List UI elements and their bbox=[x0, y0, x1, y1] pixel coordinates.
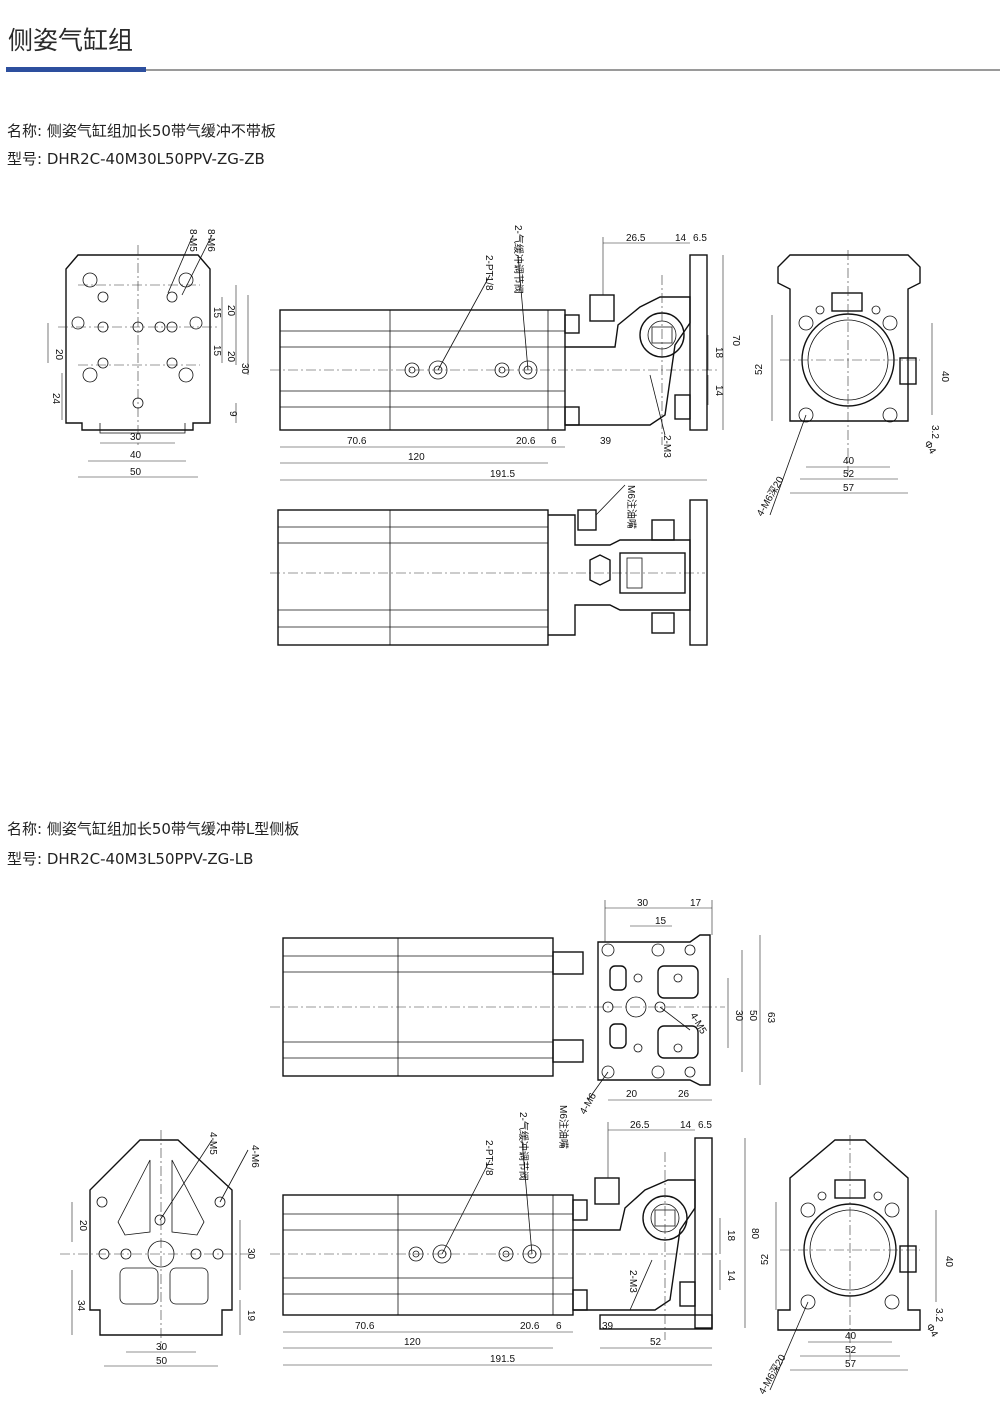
s2p-dim-50: 50 bbox=[747, 1010, 758, 1022]
s1s-dim-18: 18 bbox=[713, 347, 724, 359]
s1s-dim-70: 70 bbox=[730, 335, 741, 347]
s1f-dim-24: 24 bbox=[50, 393, 61, 405]
s1-end-view: 52 40 3.2 40 52 57 4-M6深20 Φ4 bbox=[754, 250, 950, 519]
s1f-dim-9: 9 bbox=[227, 411, 238, 417]
s2s-dim-14: 14 bbox=[725, 1270, 736, 1282]
s2f-dim-34: 34 bbox=[75, 1300, 86, 1312]
s2s-dim-70.6: 70.6 bbox=[355, 1321, 375, 1332]
s1s-label-valve: 2-气缓冲调节阀 bbox=[512, 225, 525, 294]
s2p-label-m5: 4-M5 bbox=[687, 1011, 708, 1037]
s2s-label-pt: 2-PT1/8 bbox=[483, 1140, 494, 1176]
s2e-dim-52b: 52 bbox=[845, 1345, 857, 1356]
s2s-label-m3: 2-M3 bbox=[627, 1270, 638, 1293]
s2s-dim-120: 120 bbox=[404, 1337, 421, 1348]
s1s-label-m3: 2-M3 bbox=[661, 435, 672, 458]
s2e-dim-3.2: 3.2 bbox=[933, 1308, 944, 1322]
s1s-dim-120: 120 bbox=[408, 452, 425, 463]
s1f-dim-20a: 20 bbox=[225, 305, 236, 317]
s1e-label-m6: 4-M6深20 bbox=[754, 474, 787, 518]
s2-plan-view: 30 17 15 30 50 63 20 26 4-M5 4-M6 M6注油嘴 bbox=[270, 898, 776, 1149]
s1e-dim-40: 40 bbox=[939, 371, 950, 383]
s1f-dim-20: 20 bbox=[53, 349, 64, 361]
section2-name: 名称: 侧姿气缸组加长50带气缓冲带L型侧板 bbox=[7, 820, 300, 838]
section1-name: 名称: 侧姿气缸组加长50带气缓冲不带板 bbox=[7, 122, 276, 140]
s2s-dim-14: 14 bbox=[680, 1120, 692, 1131]
s1f-dim-30: 30 bbox=[130, 432, 142, 443]
s1e-dim-52: 52 bbox=[754, 363, 765, 375]
s1s-dim-20.6: 20.6 bbox=[516, 436, 536, 447]
s1f-dim-20b: 20 bbox=[225, 351, 236, 363]
s1-front-view: 30 40 50 20 24 15 20 15 20 30 9 8-M5 8-M… bbox=[47, 229, 250, 478]
s1f-dim-15b: 15 bbox=[211, 345, 222, 357]
s2p-label-m6: 4-M6 bbox=[578, 1091, 599, 1117]
s1s-dim-191.5: 191.5 bbox=[490, 469, 515, 480]
s2f-dim-30: 30 bbox=[245, 1248, 256, 1260]
s1s-dim-6.5: 6.5 bbox=[693, 233, 707, 244]
s1f-label-m6: 8-M6 bbox=[205, 229, 216, 252]
title-rule-accent bbox=[6, 67, 146, 72]
s2e-label-m6: 4-M6深20 bbox=[756, 1352, 789, 1396]
s1e-label-phi: Φ4 bbox=[921, 439, 938, 457]
s1e-dim-3.2: 3.2 bbox=[929, 425, 940, 439]
s1f-dim-40: 40 bbox=[130, 450, 142, 461]
s2p-dim-26: 26 bbox=[678, 1089, 690, 1100]
s2s-dim-52: 52 bbox=[650, 1337, 662, 1348]
s1f-dim-15a: 15 bbox=[211, 307, 222, 319]
section1-model: 型号: DHR2C-40M30L50PPV-ZG-ZB bbox=[7, 150, 265, 168]
s2f-dim-50: 50 bbox=[156, 1356, 168, 1367]
s2f-dim-20: 20 bbox=[77, 1220, 88, 1232]
s2p-dim-30: 30 bbox=[637, 898, 649, 909]
s2p-label-oil: M6注油嘴 bbox=[557, 1105, 570, 1149]
s1s-dim-39: 39 bbox=[600, 436, 612, 447]
s1s-dim-14: 14 bbox=[713, 385, 724, 397]
s2p-dim-63: 63 bbox=[765, 1012, 776, 1024]
section2-drawings: 30 17 15 30 50 63 20 26 4-M5 4-M6 M6注油嘴 bbox=[60, 898, 954, 1397]
s1e-dim-52b: 52 bbox=[843, 469, 855, 480]
s1t-label-oil: M6注油嘴 bbox=[625, 485, 638, 529]
s2p-dim-30b: 30 bbox=[733, 1010, 744, 1022]
s1-top-view: M6注油嘴 bbox=[270, 484, 708, 646]
title-rule bbox=[6, 69, 1000, 71]
s2p-dim-20: 20 bbox=[626, 1089, 638, 1100]
s1f-label-m5: 8-M5 bbox=[187, 229, 198, 252]
s1f-dim-50: 50 bbox=[130, 467, 142, 478]
s2f-dim-19: 19 bbox=[245, 1310, 256, 1322]
s1-side-view: 26.5 14 6.5 70 18 14 70.6 20.6 6 39 120 … bbox=[270, 225, 741, 481]
s2s-dim-26.5: 26.5 bbox=[630, 1120, 650, 1131]
s2s-dim-191.5: 191.5 bbox=[490, 1354, 515, 1365]
s1s-dim-14: 14 bbox=[675, 233, 687, 244]
s2e-dim-40: 40 bbox=[943, 1256, 954, 1268]
s2-end-view: 52 40 3.2 40 52 57 4-M6深20 Φ4 bbox=[756, 1135, 954, 1397]
s1e-dim-40b: 40 bbox=[843, 456, 855, 467]
s1s-dim-26.5: 26.5 bbox=[626, 233, 646, 244]
page-title: 侧姿气缸组 bbox=[8, 26, 134, 55]
s2-front-view: 20 30 34 19 30 50 4-M5 4-M6 bbox=[60, 1130, 260, 1367]
s2s-dim-6.5: 6.5 bbox=[698, 1120, 712, 1131]
s1s-dim-70.6: 70.6 bbox=[347, 436, 367, 447]
s2s-dim-18: 18 bbox=[725, 1230, 736, 1242]
section1-drawings: 30 40 50 20 24 15 20 15 20 30 9 8-M5 8-M… bbox=[47, 225, 950, 646]
s1s-dim-6: 6 bbox=[551, 436, 557, 447]
s2p-dim-15: 15 bbox=[655, 916, 667, 927]
s2s-dim-39: 39 bbox=[602, 1321, 614, 1332]
s2-side-view: 26.5 14 6.5 80 18 14 70.6 20.6 6 39 52 1… bbox=[270, 1112, 760, 1366]
s2s-dim-6: 6 bbox=[556, 1321, 562, 1332]
s2p-dim-17: 17 bbox=[690, 898, 702, 909]
s2e-dim-40b: 40 bbox=[845, 1331, 857, 1342]
s1e-dim-57: 57 bbox=[843, 483, 855, 494]
s1s-label-pt: 2-PT1/8 bbox=[483, 255, 494, 291]
s2s-dim-20.6: 20.6 bbox=[520, 1321, 540, 1332]
s2s-dim-80: 80 bbox=[749, 1228, 760, 1240]
s1f-dim-30: 30 bbox=[239, 363, 250, 375]
s2s-label-valve: 2-气缓冲调节阀 bbox=[517, 1112, 530, 1181]
s2f-label-m5: 4-M5 bbox=[207, 1132, 218, 1155]
s2f-label-m6: 4-M6 bbox=[249, 1145, 260, 1168]
section2-model: 型号: DHR2C-40M3L50PPV-ZG-LB bbox=[7, 850, 254, 868]
s2e-dim-57: 57 bbox=[845, 1359, 857, 1370]
s2e-dim-52: 52 bbox=[760, 1253, 771, 1265]
s2f-dim-30b: 30 bbox=[156, 1342, 168, 1353]
s2e-label-phi: Φ4 bbox=[923, 1322, 940, 1340]
